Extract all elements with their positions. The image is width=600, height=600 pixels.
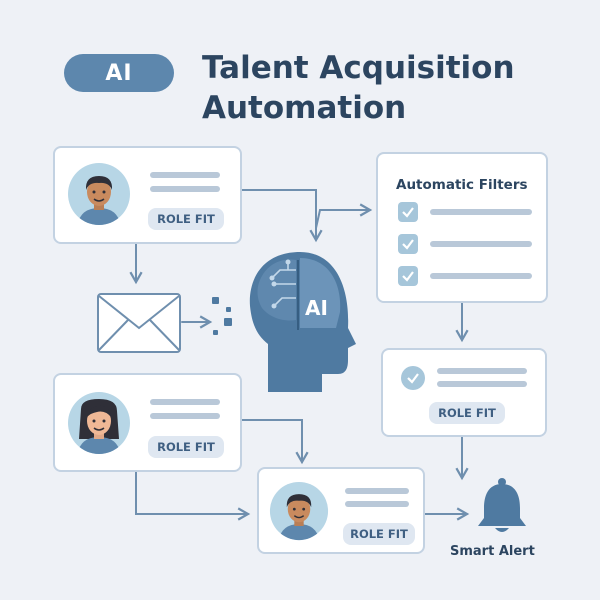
text-line	[345, 501, 409, 507]
text-line	[430, 241, 532, 247]
title-line-2: Automation	[202, 90, 407, 126]
ai-badge: AI	[64, 54, 174, 92]
checkbox-icon[interactable]	[398, 234, 418, 254]
ai-head-icon	[249, 252, 356, 392]
page-title: Talent Acquisition Automation	[202, 48, 582, 128]
candidate-card-3[interactable]: ROLE FIT	[257, 467, 425, 554]
text-line	[150, 172, 220, 178]
text-line	[430, 209, 532, 215]
ai-head-label: AI	[305, 296, 328, 320]
automatic-filters-card[interactable]: Automatic Filters	[376, 152, 548, 303]
avatar-icon	[269, 481, 329, 541]
candidate-card-2[interactable]: ROLE FIT	[53, 373, 242, 472]
text-line	[150, 186, 220, 192]
connector-card2-bottom-to-card3	[135, 471, 251, 521]
connector-card2-to-card3	[241, 419, 309, 465]
text-line	[430, 273, 532, 279]
title-line-1: Talent Acquisition	[202, 50, 515, 86]
checkbox-icon[interactable]	[398, 266, 418, 286]
avatar-icon	[68, 163, 130, 225]
checkbox-icon[interactable]	[398, 202, 418, 222]
signal-dots	[212, 297, 232, 335]
check-circle-icon	[401, 366, 425, 390]
filters-title: Automatic Filters	[396, 177, 528, 193]
text-line	[150, 399, 220, 405]
envelope-icon	[97, 293, 181, 353]
role-fit-badge: ROLE FIT	[148, 436, 224, 458]
role-fit-badge: ROLE FIT	[148, 208, 224, 230]
match-result-card[interactable]: ROLE FIT	[381, 348, 547, 437]
smart-alert-label: Smart Alert	[450, 544, 535, 559]
text-line	[437, 368, 527, 374]
text-line	[437, 381, 527, 387]
text-line	[345, 488, 409, 494]
connector-card1-to-ai	[241, 189, 323, 243]
candidate-card-1[interactable]: ROLE FIT	[53, 146, 242, 244]
text-line	[150, 413, 220, 419]
role-fit-badge: ROLE FIT	[429, 402, 505, 424]
bell-icon	[478, 478, 526, 532]
connector-to-filters	[315, 203, 373, 229]
role-fit-badge: ROLE FIT	[343, 523, 415, 545]
avatar-icon	[68, 392, 130, 454]
